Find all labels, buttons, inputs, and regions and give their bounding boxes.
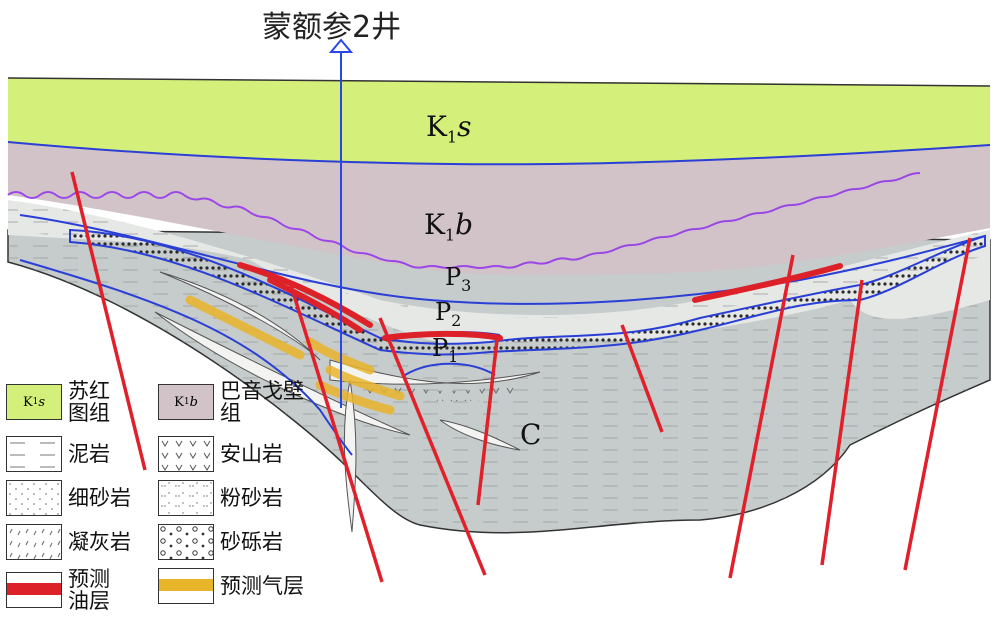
legend-label-k1b: 巴音戈壁组 [220,379,304,425]
legend-item-tuff: 凝灰岩 [6,524,131,560]
fault-2 [288,281,384,583]
oil-layer-3 [382,330,503,341]
well-marker-icon [328,38,354,53]
formation-label-p1: P1 [432,334,459,366]
gas-layer-1 [185,295,305,360]
oil-layer-4 [692,263,843,303]
tuff-wedge-4 [439,419,521,451]
gas-layer-3 [315,380,395,415]
legend-swatch-tuff [6,524,62,560]
legend-item-gas-layer: 预测气层 [158,568,304,604]
legend-swatch-oil-layer [6,572,62,608]
unconformity-line [7,172,921,269]
legend-label-gas-layer: 预测气层 [220,574,304,598]
p3-base-boundary [19,214,986,305]
fault-4 [476,339,499,506]
oil-layer-1 [237,262,373,328]
legend-label-oil-layer: 预测油层 [68,567,110,613]
k1s-base-boundary [7,141,991,166]
formation-label-p3: P3 [445,263,472,295]
legend-item-oil-layer: 预测油层 [6,568,120,612]
formation-label-k1b: K1b [424,208,474,245]
legend-swatch-glutenite [158,524,214,560]
legend-label-k1s: 苏红图组 [68,379,110,425]
fault-8 [903,237,972,571]
glutenite-band [69,228,986,356]
tuff-wedge-5 [343,379,357,533]
legend-swatch-andesite [158,436,214,472]
legend-item-mudstone: 泥岩 [6,436,110,472]
formation-label-p2: P2 [435,298,462,330]
legend-swatch-mudstone [6,436,62,472]
legend-label-mudstone: 泥岩 [68,442,110,466]
legend-label-andesite: 安山岩 [220,442,283,466]
fault-3 [378,317,487,576]
legend-item-andesite: 安山岩 [158,436,283,472]
legend-label-glutenite: 砂砾岩 [220,530,283,554]
gas-layer-4 [325,365,405,401]
legend-label-tuff: 凝灰岩 [68,530,131,554]
formation-label-c: C [520,418,542,451]
legend-item-fine-sandstone: 细砂岩 [6,480,131,516]
legend-label-siltstone: 粉砂岩 [220,486,283,510]
tuff-wedge-2 [154,311,411,436]
fault-7 [820,279,864,566]
well-name-label: 蒙额参2井 [262,10,402,45]
fault-6 [728,254,795,579]
legend-swatch-fine-sandstone [6,480,62,516]
fault-5 [620,324,664,433]
tuff-wedge-1 [159,271,321,361]
legend-swatch-siltstone [158,480,214,516]
layer-k1b [8,140,990,276]
formation-label-k1s: K1s [426,110,472,147]
legend-item-glutenite: 砂砾岩 [158,524,283,560]
tuff-wedge-3 [329,359,541,385]
oil-layer-2 [267,277,363,333]
legend-item-siltstone: 粉砂岩 [158,480,283,516]
layer-k1s [8,78,990,165]
legend-swatch-gas-layer [158,568,214,604]
fault-1 [70,171,147,471]
c-dash-fill [8,235,990,533]
legend-label-fine-sandstone: 细砂岩 [68,486,131,510]
p1-base-boundary [404,362,496,376]
